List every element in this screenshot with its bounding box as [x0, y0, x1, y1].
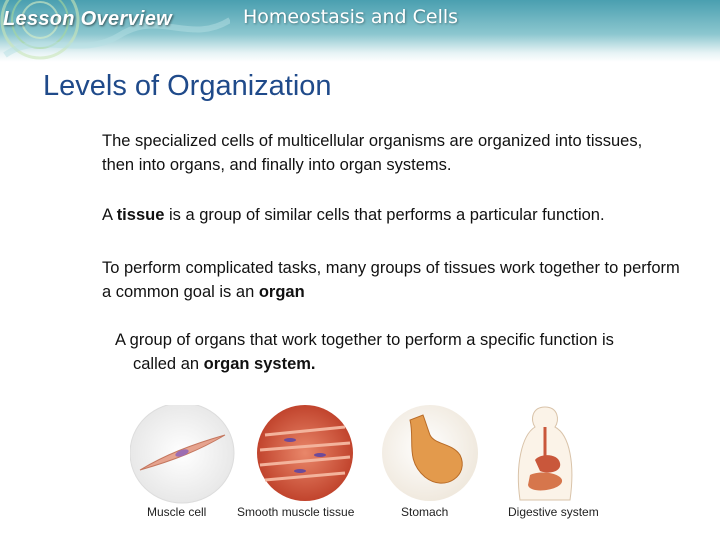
text-fragment: To perform complicated tasks, many group… — [102, 259, 680, 301]
header-background-art — [0, 0, 230, 60]
muscle-cell-image — [130, 405, 235, 504]
slide-title: Levels of Organization — [43, 70, 332, 102]
text-fragment: called an — [133, 355, 204, 373]
stomach-image — [382, 405, 478, 501]
text-fragment: A — [102, 206, 117, 224]
paragraph-intro: The specialized cells of multicellular o… — [102, 132, 643, 174]
paragraph-organ-system: A group of organs that work together to … — [115, 328, 695, 376]
term-tissue: tissue — [116, 206, 165, 224]
text-fragment: A group of organs that work together to … — [115, 331, 614, 349]
paragraph-organ: To perform complicated tasks, many group… — [102, 256, 692, 304]
topic-label: Homeostasis and Cells — [243, 6, 459, 28]
text-fragment: is a group of similar cells that perform… — [164, 206, 605, 224]
organization-levels-figure — [130, 405, 573, 504]
paragraph-tissue: A tissue is a group of similar cells tha… — [102, 203, 692, 227]
header-bar: Lesson Overview Homeostasis and Cells — [0, 0, 720, 62]
term-organ: organ — [258, 283, 305, 301]
digestive-system-image — [517, 406, 573, 501]
caption-muscle-cell: Muscle cell — [147, 505, 207, 519]
term-organ-system: organ system. — [203, 355, 316, 373]
smooth-muscle-tissue-image — [257, 405, 353, 501]
lesson-overview-label: Lesson Overview — [3, 8, 173, 30]
text-line: called an organ system. — [115, 352, 695, 376]
caption-smooth-muscle-tissue: Smooth muscle tissue — [237, 505, 355, 519]
caption-digestive-system: Digestive system — [508, 505, 599, 519]
caption-stomach: Stomach — [401, 505, 449, 519]
